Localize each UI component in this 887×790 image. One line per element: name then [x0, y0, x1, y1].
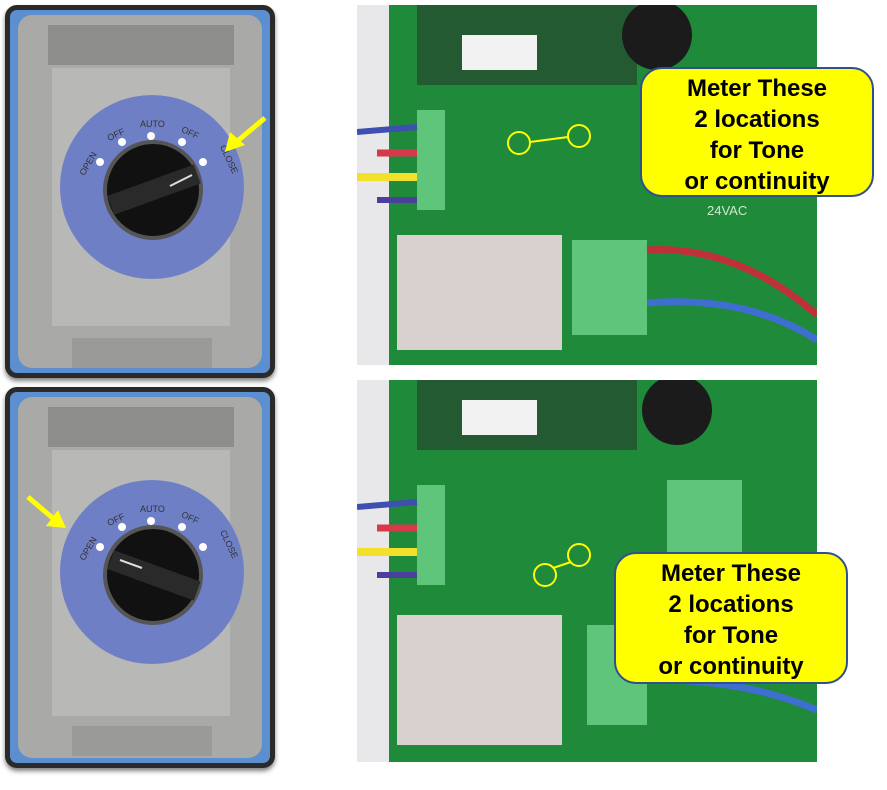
callout-line: or continuity — [684, 168, 830, 195]
callout-line: 2 locations — [668, 591, 794, 618]
circuit-board-photo-1: 24VAC — [357, 5, 817, 365]
yellow-arrow-icon — [26, 495, 66, 528]
callout-line: or continuity — [658, 653, 804, 680]
callout-line: 2 locations — [694, 106, 820, 133]
callout-line: Meter These — [686, 75, 828, 102]
meter-point-circle — [507, 131, 531, 155]
callout-line: for Tone — [709, 137, 805, 164]
switch-photo-open: OPEN OFF AUTO OFF CLOSE — [5, 387, 275, 768]
meter-point-circle — [533, 563, 557, 587]
dial-label-auto: AUTO — [140, 119, 165, 129]
dial-label-auto: AUTO — [140, 504, 165, 514]
switch-photo-close: OPEN OFF AUTO OFF CLOSE — [5, 5, 275, 378]
meter-point-circle — [567, 543, 591, 567]
meter-point-circle — [567, 124, 591, 148]
callout-line: Meter These — [660, 560, 802, 587]
board-label: 24VAC — [707, 203, 747, 218]
callout-line: for Tone — [683, 622, 779, 649]
callout-meter-instructions-2: Meter These 2 locations for Tone or cont… — [614, 552, 848, 684]
yellow-arrow-icon — [225, 116, 267, 152]
callout-meter-instructions-1: Meter These 2 locations for Tone or cont… — [640, 67, 874, 197]
